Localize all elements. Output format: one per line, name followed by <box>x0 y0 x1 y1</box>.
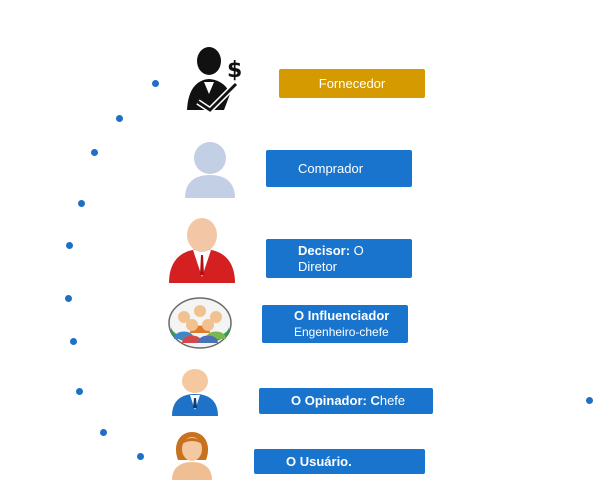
arc-dot <box>152 80 159 87</box>
role-label-usuario: O Usuário. <box>254 449 425 474</box>
arc-dot <box>100 429 107 436</box>
role-text: hefe <box>379 393 406 408</box>
arc-dot <box>586 397 593 404</box>
role-label-fornecedor: Fornecedor <box>279 69 425 98</box>
role-title: O Opinador: C <box>291 393 380 408</box>
arc-dot <box>65 295 72 302</box>
arc-dot <box>78 200 85 207</box>
role-title: O Influenciador <box>294 308 390 323</box>
role-label-influenciador: O Influenciador Engenheiro-chefe <box>262 305 408 343</box>
user-woman-icon <box>172 432 212 480</box>
role-label-comprador: Comprador <box>266 150 412 187</box>
group-icon <box>168 297 232 349</box>
role-title: Decisor: <box>298 242 351 258</box>
svg-text:$: $ <box>227 58 242 83</box>
role-detail: Diretor <box>298 258 338 274</box>
arc-dot <box>116 115 123 122</box>
role-detail: Engenheiro-chefe <box>294 325 389 339</box>
arc-dot <box>91 149 98 156</box>
arc-dot <box>66 242 73 249</box>
arc-dot <box>70 338 77 345</box>
role-label-decisor: Decisor: O Diretor <box>266 239 412 278</box>
supplier-icon: $ <box>187 47 242 114</box>
role-text: Comprador <box>298 160 364 176</box>
role-text: Fornecedor <box>318 75 386 91</box>
decision-maker-icon <box>169 218 235 283</box>
role-title: O Usuário. <box>286 453 352 469</box>
arc-dot <box>137 453 144 460</box>
arc-dot <box>76 388 83 395</box>
manager-icon <box>172 369 218 416</box>
role-text: O <box>350 242 364 258</box>
role-label-opinador: O Opinador: Chefe <box>259 388 433 414</box>
buyer-icon <box>185 142 235 198</box>
